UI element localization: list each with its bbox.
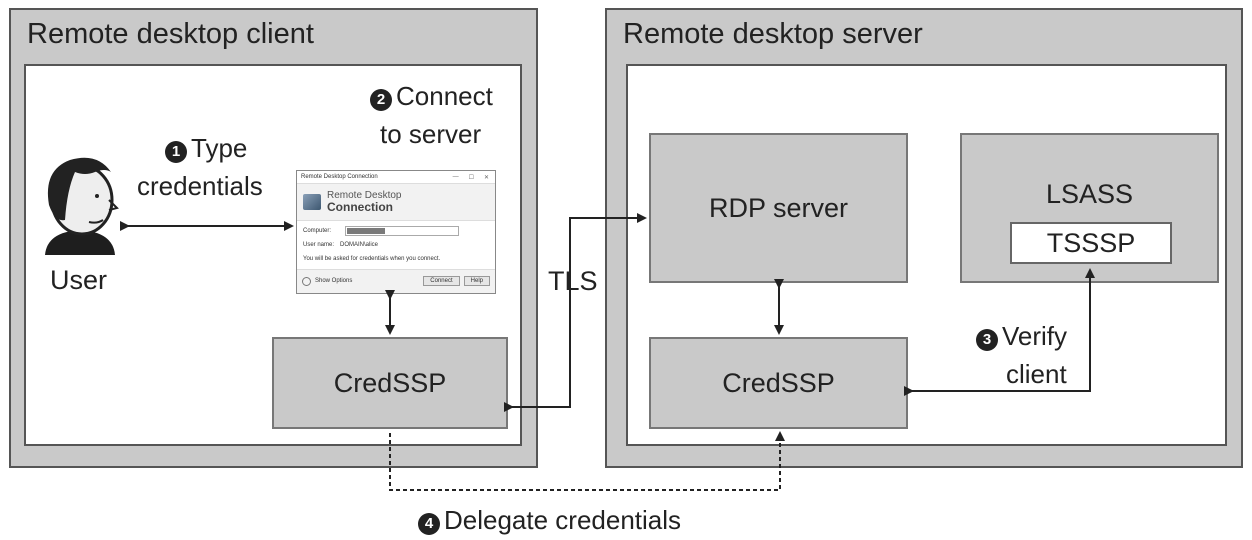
client-panel-title: Remote desktop client (27, 18, 314, 50)
dialog-info-text: You will be asked for credentials when y… (303, 255, 441, 262)
step1-line2: credentials (137, 171, 263, 201)
dialog-body: Computer: User name: DOMAIN\alice You wi… (297, 220, 495, 270)
tsssp-box: TSSSP (1010, 222, 1172, 264)
rdp-server-box: RDP server (649, 133, 908, 283)
username-value: DOMAIN\alice (340, 241, 379, 248)
dialog-heading-line1: Remote Desktop (327, 190, 402, 201)
step4-badge: 4 (418, 513, 440, 535)
lsass-box: LSASS TSSSP (960, 133, 1219, 283)
step2-line2: to server (380, 119, 482, 149)
computer-label: Computer: (303, 227, 332, 234)
maximize-icon[interactable]: ☐ (468, 174, 474, 181)
dialog-heading-line2: Connection (327, 200, 393, 214)
show-options-icon[interactable] (302, 276, 311, 286)
minimize-icon[interactable]: — (452, 173, 459, 180)
client-credssp-box: CredSSP (272, 337, 508, 429)
step2-badge: 2 (370, 89, 392, 111)
step1-badge: 1 (165, 141, 187, 163)
help-button[interactable]: Help (463, 276, 490, 286)
connect-button[interactable]: Connect (423, 276, 460, 286)
computer-field[interactable] (345, 225, 460, 236)
close-icon[interactable]: ✕ (483, 174, 489, 181)
server-credssp-box: CredSSP (649, 337, 908, 429)
rdp-dialog: Remote Desktop Connection — ☐ ✕ Remote Des… (296, 170, 496, 294)
username-label: User name: (303, 241, 335, 248)
delegate-credentials-arrow (389, 431, 785, 491)
dialog-titlebar: Remote Desktop Connection — ☐ ✕ (297, 171, 495, 184)
step1-line1: Type (191, 133, 248, 163)
dialog-header: Remote Desktop Connection (297, 184, 495, 220)
step2-line1: Connect (396, 81, 493, 111)
dialog-footer: Show Options Connect Help (297, 270, 495, 292)
user-avatar-icon (45, 157, 119, 255)
show-options-link[interactable]: Show Options (315, 278, 353, 284)
tls-arrow (504, 213, 647, 412)
server-panel-title: Remote desktop server (623, 18, 923, 50)
rdp-logo-icon (303, 194, 321, 210)
step4-text: Delegate credentials (444, 505, 682, 535)
verify-client-arrow (904, 268, 1095, 396)
dialog-window-title: Remote Desktop Connection (301, 174, 378, 180)
lsass-label: LSASS (1045, 179, 1134, 209)
user-label: User (50, 265, 108, 295)
